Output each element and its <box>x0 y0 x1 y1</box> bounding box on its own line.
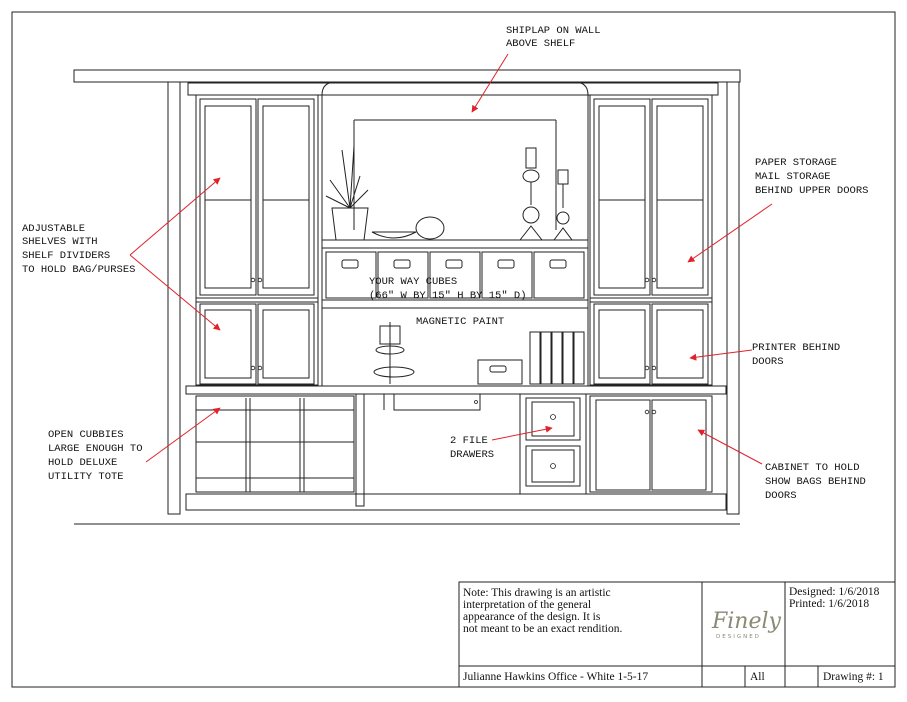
designed-date: Designed: 1/6/2018 <box>789 586 880 598</box>
annotation-printer: PRINTER BEHIND DOORS <box>752 342 840 368</box>
desk-top <box>185 385 727 395</box>
furniture <box>73 69 741 525</box>
annotation-adjustable-shelves: ADJUSTABLE SHELVES WITH SHELF DIVIDERS T… <box>22 223 135 276</box>
svg-text:LARGE ENOUGH TO: LARGE ENOUGH TO <box>48 443 143 455</box>
title-note-line: not meant to be an exact rendition. <box>463 623 622 635</box>
svg-text:MAIL STORAGE: MAIL STORAGE <box>755 171 831 183</box>
title-note-line: interpretation of the general <box>463 599 591 611</box>
svg-text:ABOVE SHELF: ABOVE SHELF <box>506 38 575 50</box>
svg-text:PAPER STORAGE: PAPER STORAGE <box>755 157 837 169</box>
annotation-magnetic-paint: MAGNETIC PAINT <box>416 316 504 328</box>
crown-molding <box>73 69 741 83</box>
svg-text:UTILITY TOTE: UTILITY TOTE <box>48 471 124 483</box>
sheet-border <box>11 11 896 688</box>
svg-text:2 FILE: 2 FILE <box>450 435 488 447</box>
title-block: Note: This drawing is an artistic interp… <box>458 581 896 688</box>
svg-text:PRINTER BEHIND: PRINTER BEHIND <box>752 342 840 354</box>
annotation-cabinet: CABINET TO HOLD SHOW BAGS BEHIND DOORS <box>765 462 866 502</box>
annotation-shiplap: SHIPLAP ON WALL ABOVE SHELF <box>506 25 601 50</box>
printed-date: Printed: 1/6/2018 <box>789 598 869 610</box>
annotation-cubes: YOUR WAY CUBES (66" W BY 15" H BY 15" D) <box>369 276 527 302</box>
svg-text:SHOW BAGS BEHIND: SHOW BAGS BEHIND <box>765 476 866 488</box>
title-note-line: Note: This drawing is an artistic <box>463 587 611 599</box>
annotation-open-cubbies: OPEN CUBBIES LARGE ENOUGH TO HOLD DELUXE… <box>48 429 143 483</box>
svg-text:DESIGNED: DESIGNED <box>716 634 761 640</box>
svg-text:YOUR WAY CUBES: YOUR WAY CUBES <box>369 276 457 288</box>
svg-text:BEHIND UPPER DOORS: BEHIND UPPER DOORS <box>755 185 868 197</box>
title-note-line: appearance of the design. It is <box>463 611 601 623</box>
svg-text:DOORS: DOORS <box>765 490 797 502</box>
svg-text:SHELF DIVIDERS: SHELF DIVIDERS <box>22 250 110 262</box>
svg-text:CABINET TO HOLD: CABINET TO HOLD <box>765 462 860 474</box>
annotation-file-drawers: 2 FILE DRAWERS <box>450 435 494 461</box>
svg-text:(66" W BY 15" H BY 15" D): (66" W BY 15" H BY 15" D) <box>369 290 527 302</box>
svg-text:OPEN CUBBIES: OPEN CUBBIES <box>48 429 124 441</box>
svg-text:DRAWERS: DRAWERS <box>450 449 494 461</box>
knobs <box>250 277 657 469</box>
annotation-paper-storage: PAPER STORAGE MAIL STORAGE BEHIND UPPER … <box>755 157 868 197</box>
svg-text:Finely: Finely <box>711 609 782 634</box>
svg-text:TO HOLD BAG/PURSES: TO HOLD BAG/PURSES <box>22 264 135 276</box>
leader-arrows <box>129 53 773 465</box>
drawing-scope: All <box>750 671 765 683</box>
finely-designed-logo: Finely DESIGNED <box>711 609 782 640</box>
svg-text:DOORS: DOORS <box>752 356 784 368</box>
svg-text:ADJUSTABLE: ADJUSTABLE <box>22 223 85 235</box>
project-name: Julianne Hawkins Office - White 1-5-17 <box>463 671 648 683</box>
drawing-number: Drawing #: 1 <box>823 671 884 683</box>
svg-text:HOLD DELUXE: HOLD DELUXE <box>48 457 117 469</box>
svg-text:SHIPLAP ON WALL: SHIPLAP ON WALL <box>506 25 601 37</box>
svg-text:SHELVES WITH: SHELVES WITH <box>22 236 98 248</box>
